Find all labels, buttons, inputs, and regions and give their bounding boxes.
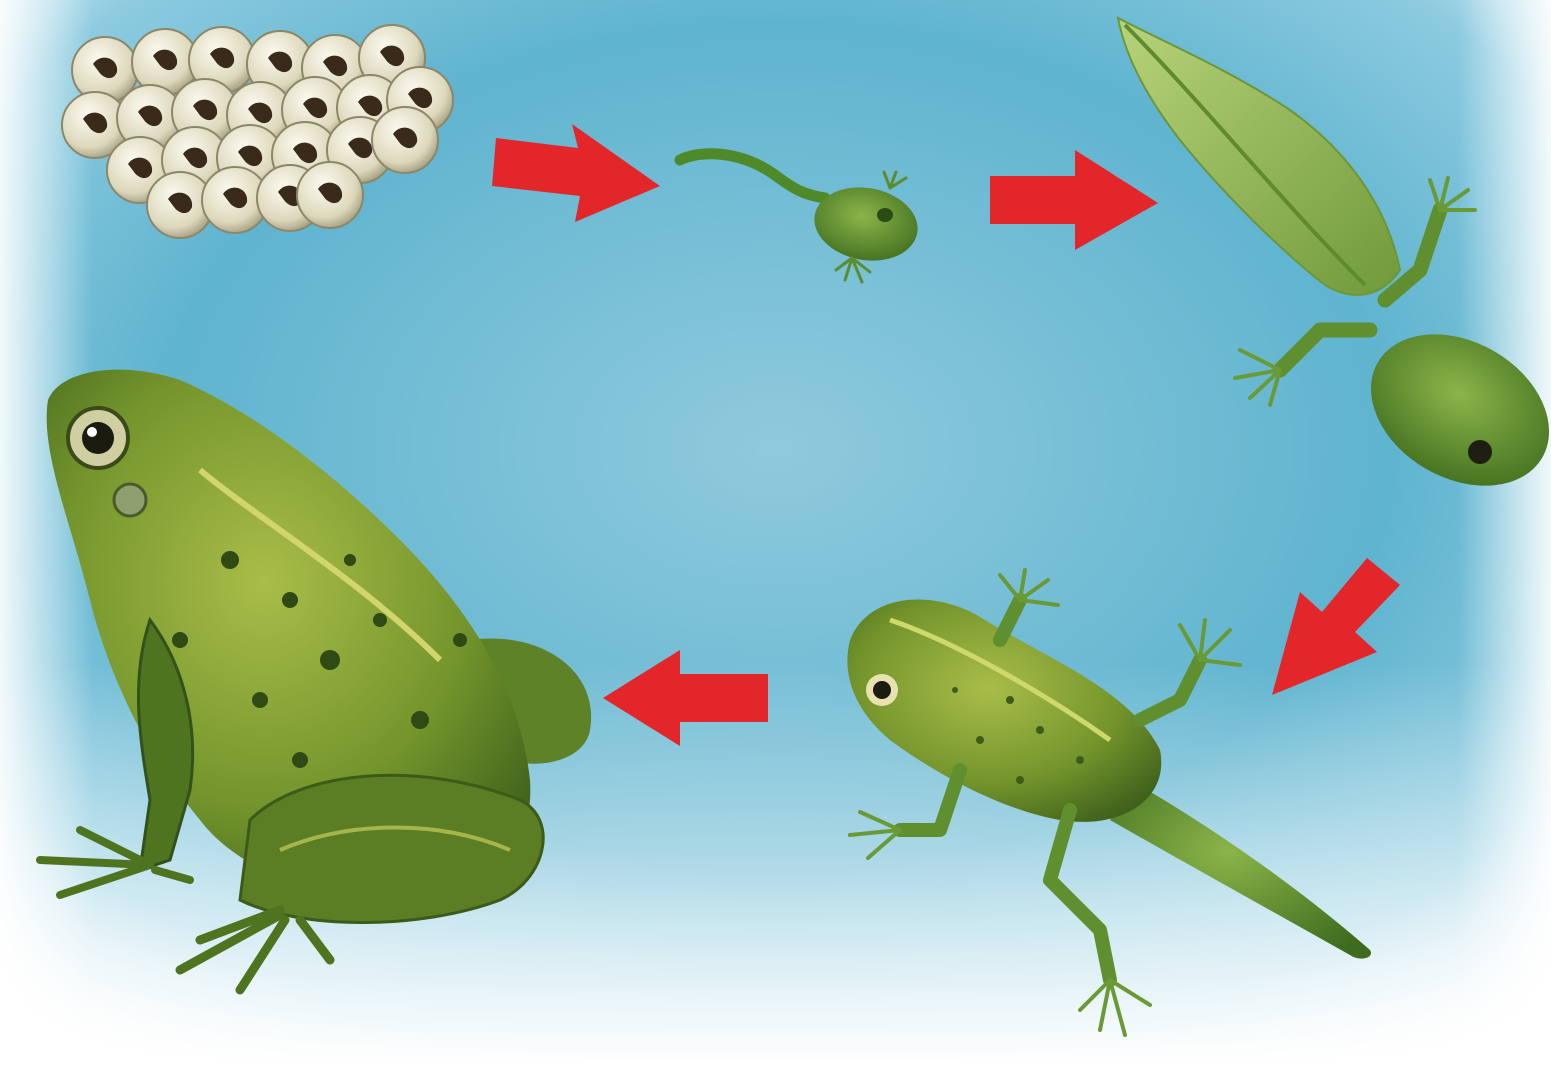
frog-life-cycle-diagram — [0, 0, 1551, 1068]
